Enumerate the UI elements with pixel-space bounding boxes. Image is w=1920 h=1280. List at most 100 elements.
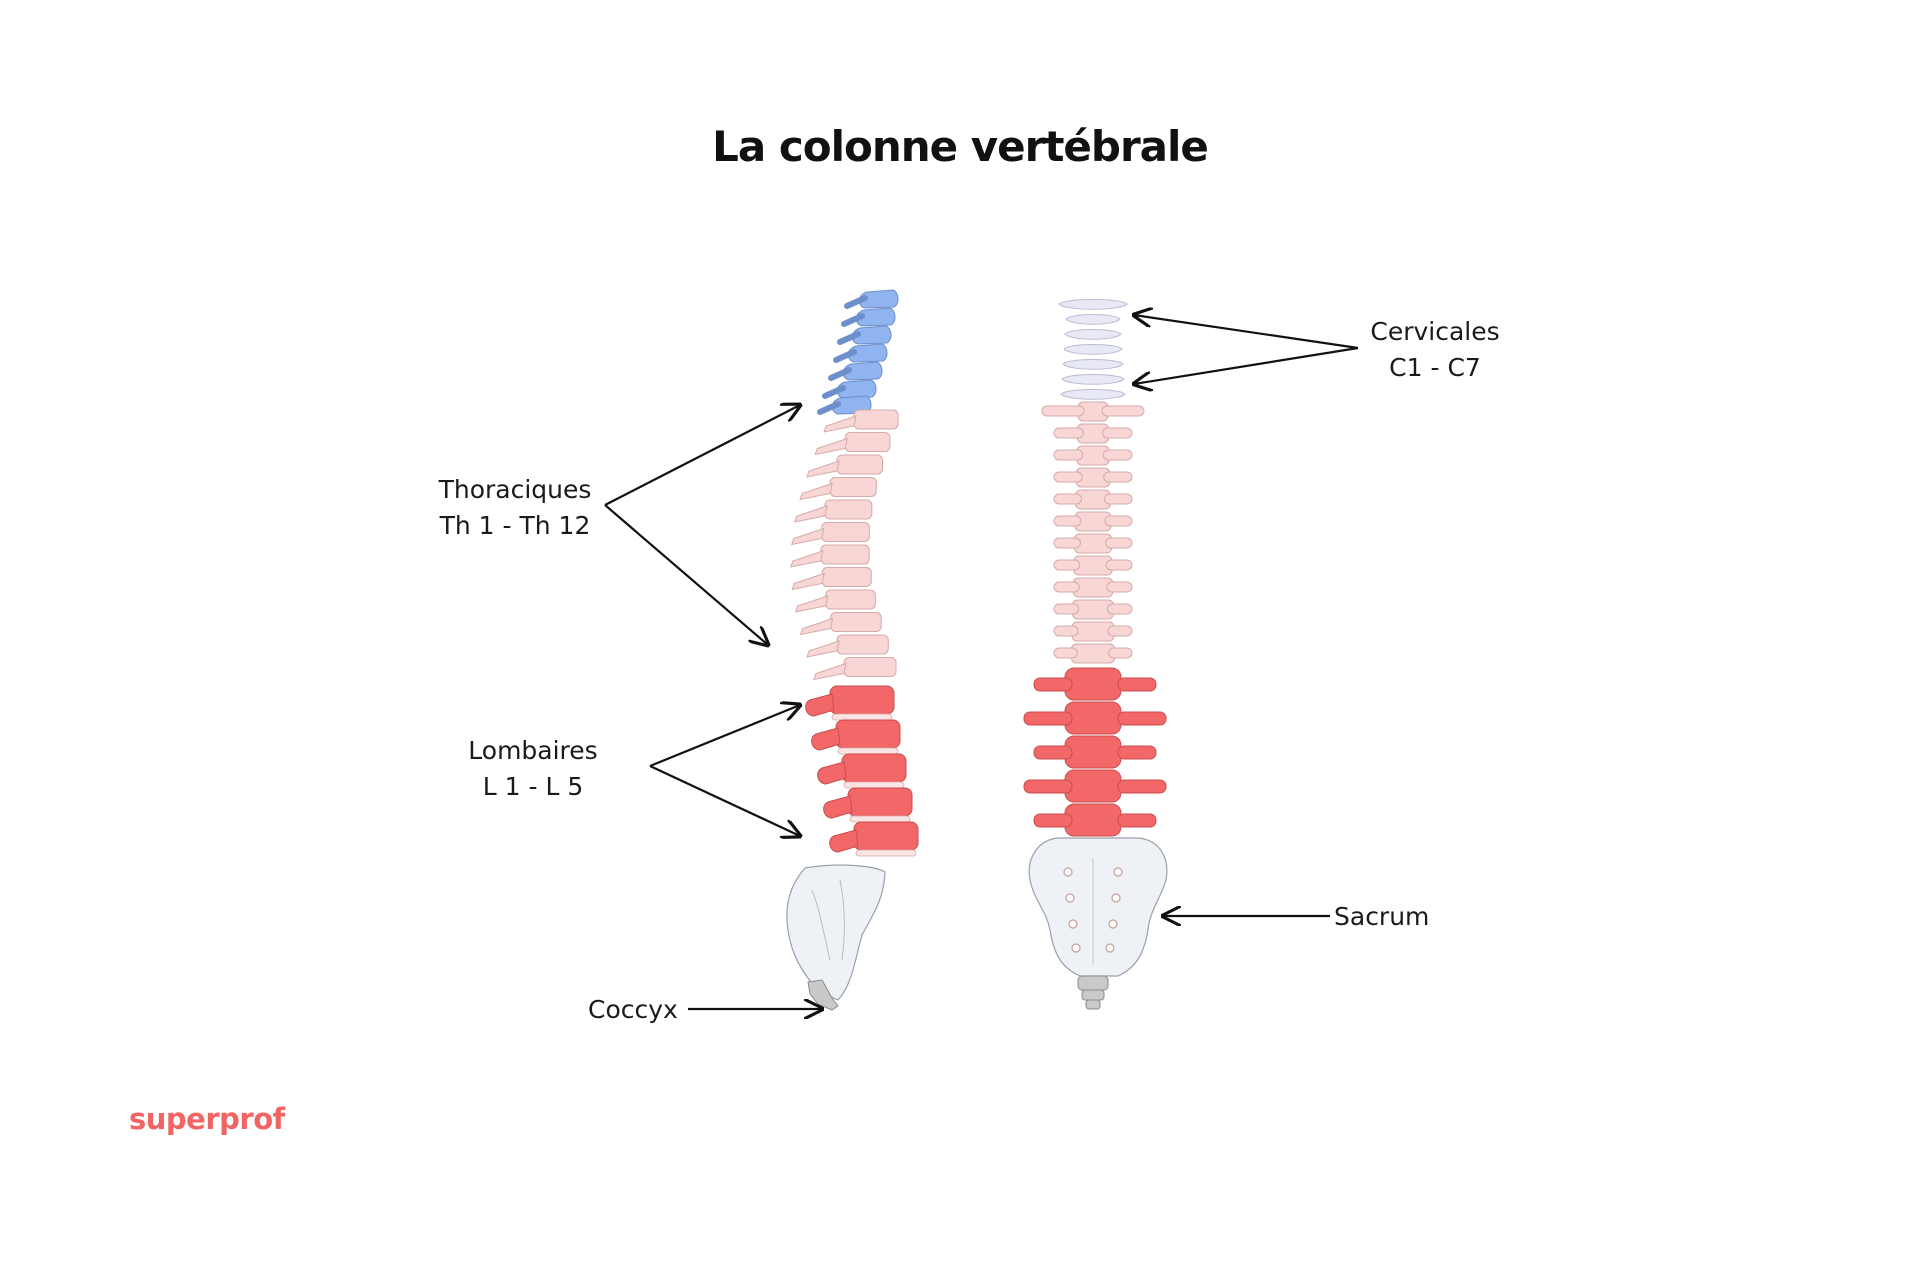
- front-thoracic-process-left: [1053, 625, 1079, 637]
- side-lumbar-process: [811, 727, 841, 751]
- lumbar-arrow-upper: [649, 705, 800, 768]
- front-thoracic-process-left: [1053, 493, 1083, 505]
- side-thoracic-body: [825, 589, 876, 610]
- front-thoracic-process-right: [1108, 647, 1133, 659]
- front-lumbar-process-left: [1033, 745, 1073, 760]
- lumbar-arrow-lower: [649, 765, 800, 836]
- front-lumbar-body: [1064, 667, 1122, 701]
- front-thoracic-vertebrae: [1041, 401, 1145, 664]
- side-thoracic-process: [813, 662, 847, 681]
- front-thoracic-process-left: [1053, 581, 1080, 593]
- front-lumbar-body: [1064, 803, 1122, 837]
- side-thoracic-process: [823, 415, 857, 433]
- side-lumbar-disc: [843, 781, 905, 789]
- side-thoracic-process: [794, 595, 829, 613]
- label-sacrum: Sacrum: [1334, 899, 1429, 935]
- front-thoracic-process-left: [1053, 537, 1081, 549]
- front-lumbar-body: [1064, 701, 1122, 735]
- side-lumbar-disc: [837, 747, 899, 755]
- cervicales-name: Cervicales: [1370, 317, 1500, 346]
- side-thoracic-body: [836, 454, 883, 475]
- side-coccyx: [807, 979, 839, 1011]
- side-cervical-process: [844, 295, 868, 309]
- side-thoracic-process: [814, 437, 848, 456]
- side-lumbar-process: [829, 829, 859, 853]
- front-thoracic-process-left: [1053, 515, 1082, 527]
- front-lumbar-process-left: [1023, 779, 1073, 794]
- side-thoracic-body: [830, 612, 882, 632]
- side-lumbar-body: [847, 787, 913, 817]
- front-thoracic-process-right: [1107, 625, 1133, 637]
- front-cervical-vertebrae: [1058, 299, 1128, 400]
- side-thoracic-process: [791, 572, 825, 591]
- front-thoracic-process-right: [1102, 427, 1133, 439]
- page-title: La colonne vertébrale: [712, 122, 1209, 171]
- front-thoracic-process-left: [1053, 471, 1083, 483]
- side-thoracic-body: [843, 657, 897, 677]
- front-lumbar-process-right: [1117, 813, 1157, 828]
- side-cervical-process: [828, 367, 852, 381]
- front-lumbar-process-right: [1117, 711, 1167, 726]
- front-thoracic-process-right: [1101, 405, 1145, 417]
- lombaires-range: L 1 - L 5: [482, 772, 584, 801]
- front-thoracic-process-left: [1053, 449, 1084, 461]
- side-thoracic-body: [821, 522, 870, 542]
- side-thoracic-process: [799, 482, 833, 501]
- front-cervical-vertebra: [1063, 344, 1123, 355]
- spine-side-view: [786, 289, 919, 1011]
- side-lumbar-process: [823, 795, 853, 819]
- front-lumbar-body: [1064, 735, 1122, 769]
- side-thoracic-process: [790, 550, 824, 568]
- side-thoracic-body: [836, 634, 889, 655]
- side-thoracic-vertebrae: [790, 409, 899, 681]
- side-thoracic-body: [820, 544, 870, 565]
- cervicales-range: C1 - C7: [1389, 353, 1481, 382]
- front-lumbar-process-left: [1033, 813, 1073, 828]
- front-sacrum: [1028, 837, 1168, 977]
- front-cervical-vertebra: [1061, 374, 1125, 385]
- sacrum-name: Sacrum: [1334, 902, 1430, 931]
- thoracic-arrow-upper: [604, 405, 800, 506]
- front-lumbar-process-left: [1023, 711, 1073, 726]
- front-lumbar-process-left: [1033, 677, 1073, 692]
- front-lumbar-process-right: [1117, 779, 1167, 794]
- cervical-arrow-lower: [1134, 346, 1359, 384]
- front-thoracic-process-left: [1053, 427, 1084, 439]
- front-thoracic-process-left: [1041, 405, 1085, 417]
- front-thoracic-process-left: [1053, 603, 1080, 615]
- front-thoracic-process-right: [1106, 603, 1133, 615]
- side-lumbar-process: [805, 693, 835, 717]
- brand-logo: superprof: [129, 1102, 285, 1136]
- thoraciques-range: Th 1 - Th 12: [439, 511, 591, 540]
- front-cervical-vertebra: [1060, 389, 1126, 400]
- front-thoracic-process-right: [1102, 449, 1133, 461]
- front-thoracic-process-right: [1105, 559, 1133, 571]
- side-lumbar-body: [841, 753, 907, 783]
- thoracic-arrow-lower: [604, 504, 768, 645]
- front-coccyx: [1077, 975, 1109, 1010]
- lombaires-name: Lombaires: [468, 736, 598, 765]
- front-cervical-vertebra: [1058, 299, 1128, 310]
- side-thoracic-process: [799, 617, 834, 636]
- side-cervical-process: [822, 385, 846, 399]
- side-thoracic-process: [794, 505, 828, 523]
- side-thoracic-process: [806, 640, 840, 658]
- front-thoracic-process-right: [1104, 515, 1133, 527]
- front-thoracic-process-right: [1105, 537, 1133, 549]
- side-lumbar-disc: [849, 815, 911, 823]
- side-lumbar-disc: [831, 713, 893, 721]
- front-cervical-vertebra: [1065, 314, 1121, 325]
- side-thoracic-body: [844, 432, 891, 452]
- label-cervicales: Cervicales C1 - C7: [1350, 314, 1520, 386]
- side-thoracic-body: [829, 477, 877, 497]
- front-lumbar-process-right: [1117, 677, 1157, 692]
- front-cervical-vertebra: [1064, 329, 1122, 340]
- side-thoracic-body: [821, 567, 872, 587]
- label-thoraciques: Thoraciques Th 1 - Th 12: [420, 472, 610, 544]
- side-cervical-process: [833, 349, 857, 363]
- side-cervical-process: [841, 313, 865, 327]
- front-lumbar-vertebrae: [1023, 667, 1167, 837]
- front-thoracic-process-left: [1053, 647, 1078, 659]
- label-lombaires: Lombaires L 1 - L 5: [448, 733, 618, 805]
